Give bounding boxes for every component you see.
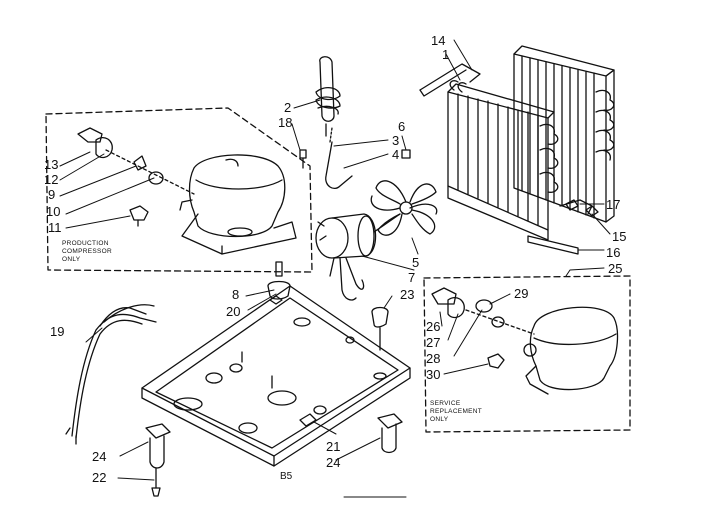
part-label-4: 4 [392, 147, 400, 162]
bracket [527, 235, 579, 255]
fan-blade [370, 180, 438, 236]
part-label-19: 19 [50, 324, 65, 339]
fan-motor [315, 213, 401, 301]
caster-right [377, 413, 403, 454]
part-label-9: 9 [48, 187, 56, 202]
part-label-8: 8 [232, 287, 240, 302]
part-label-18: 18 [278, 115, 293, 130]
service-replacement-note: SERVICE REPLACEMENT ONLY [430, 400, 483, 423]
part-label-3: 3 [392, 133, 400, 148]
part-label-24-right: 24 [326, 455, 341, 470]
part-label-5: 5 [412, 255, 420, 270]
part-label-23: 23 [400, 287, 415, 302]
part-label-27: 27 [426, 335, 441, 350]
part-label-25: 25 [608, 261, 623, 276]
tube [325, 141, 353, 190]
service-replacement-outline [423, 275, 631, 433]
condenser-coil [513, 45, 615, 223]
part-label-15: 15 [612, 229, 627, 244]
part-label-20: 20 [226, 304, 241, 319]
base-pan [141, 285, 411, 467]
evaporator-coil [419, 63, 555, 241]
part-label-13: 13 [44, 157, 59, 172]
production-compressor-note: PRODUCTION COMPRESSOR ONLY [62, 240, 112, 263]
part-label-12: 12 [44, 172, 59, 187]
part-label-24-left: 24 [92, 449, 107, 464]
part-label-2: 2 [284, 100, 292, 115]
capillary-coil [315, 56, 341, 137]
part-label-16: 16 [606, 245, 621, 260]
part-label-11: 11 [48, 220, 62, 235]
service-compressor [431, 287, 619, 395]
part-label-7: 7 [408, 270, 416, 285]
overload-and-relay-parts [77, 127, 195, 227]
part-label-30: 30 [426, 367, 441, 382]
part-label-17: 17 [606, 197, 621, 212]
part-label-28: 28 [426, 351, 441, 366]
part-label-6: 6 [398, 119, 406, 134]
part-label-21: 21 [326, 439, 341, 454]
part-label-14: 14 [431, 33, 446, 48]
part-label-29: 29 [514, 286, 529, 301]
production-compressor-outline [45, 107, 313, 273]
production-compressor [179, 154, 297, 255]
leader-lines [59, 39, 611, 481]
wire-harness [65, 304, 157, 445]
caster-left [145, 423, 171, 497]
diagram-code: B5 [280, 471, 293, 482]
part-label-10: 10 [46, 204, 61, 219]
part-label-26: 26 [426, 319, 441, 334]
part-label-1: 1 [442, 47, 450, 62]
part-label-22: 22 [92, 470, 107, 485]
